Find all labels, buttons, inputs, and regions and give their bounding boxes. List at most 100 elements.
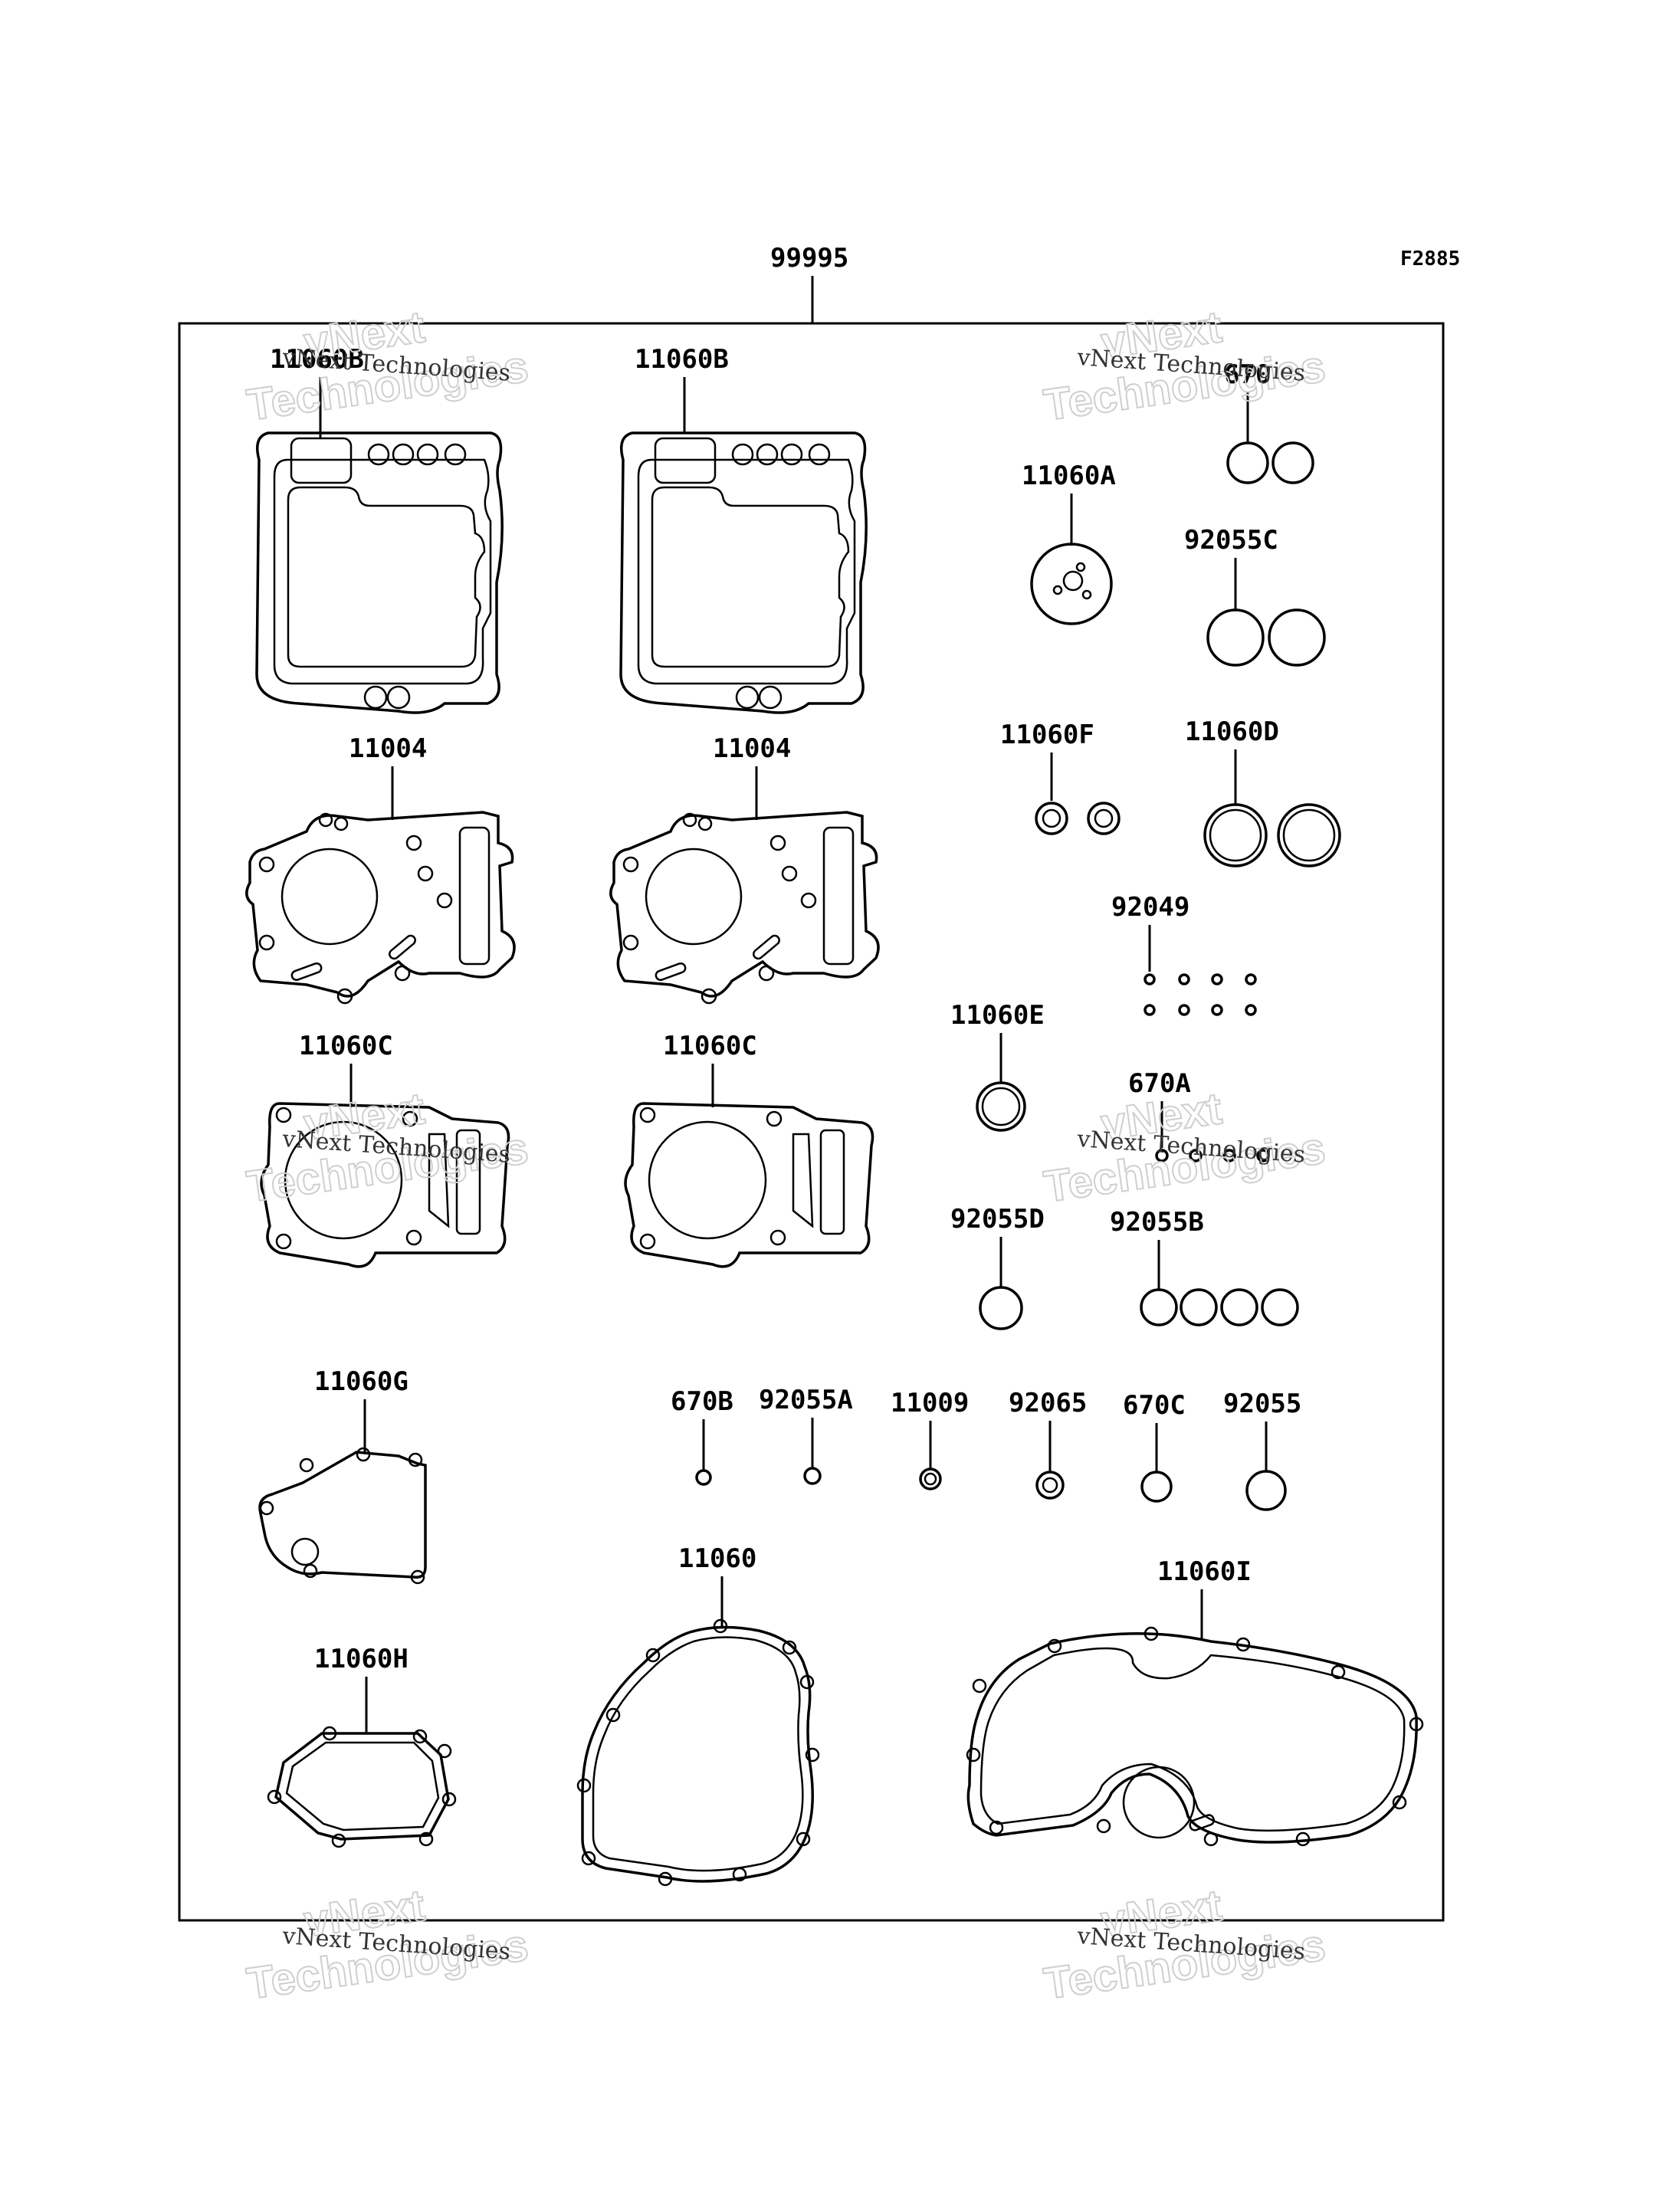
part-label-11060i: 11060I [1157, 1556, 1252, 1587]
part-label-11060d: 11060D [1185, 716, 1279, 747]
part-11009[interactable]: 11009 [891, 1388, 969, 1490]
cylinder-bore [281, 848, 379, 946]
small-o-ring [1211, 973, 1223, 985]
bolt-hole [367, 443, 390, 466]
bolt-hole [682, 812, 697, 828]
part-label-92055: 92055 [1223, 1389, 1301, 1419]
small-cover-gasket-shape [274, 1732, 450, 1841]
rocker-cover-gasket-window [651, 486, 850, 668]
part-92055c[interactable]: 92055C [1184, 525, 1326, 667]
part-92055b[interactable]: 92055B [1110, 1207, 1299, 1326]
bolt-hole [333, 816, 349, 831]
part-label-92055b: 92055B [1110, 1207, 1204, 1238]
part-label-11060f: 11060F [1000, 720, 1094, 750]
rocker-cover-gasket-shape [255, 431, 504, 714]
chain-tunnel-slot [819, 1129, 845, 1235]
part-label-11060e: 11060E [950, 1000, 1045, 1031]
rotor-opening [1122, 1766, 1196, 1839]
bolt-hole [622, 934, 639, 951]
part-670[interactable]: 670 [1224, 359, 1314, 484]
figure-code: F2885 [1400, 248, 1460, 271]
bolt-hole [799, 1674, 815, 1690]
bolt-hole [405, 835, 422, 851]
bolt-hole [713, 1618, 728, 1634]
small-o-ring [1155, 1149, 1169, 1162]
part-11060c-right[interactable]: 11060C [624, 1031, 874, 1268]
washer-ring [1035, 802, 1068, 835]
bolt-hole [303, 1563, 318, 1579]
rocker-cover-gasket-pad [654, 437, 717, 484]
part-11060h[interactable]: 11060H [267, 1644, 457, 1848]
bolt-hole [392, 443, 415, 466]
part-11060[interactable]: 11060 [576, 1543, 820, 1887]
part-11004-left[interactable]: 11004 [245, 733, 516, 1005]
o-ring [695, 1469, 712, 1486]
small-o-ring [1245, 1004, 1257, 1016]
part-11060d[interactable]: 11060D [1185, 716, 1341, 867]
bolt-hole [275, 1107, 292, 1123]
small-o-ring [1211, 1004, 1223, 1016]
bolt-hole [363, 685, 388, 710]
bolt-hole [441, 1792, 457, 1807]
part-11060f[interactable]: 11060F [1000, 720, 1121, 835]
cylinder-bore [645, 848, 743, 946]
small-o-ring [1245, 973, 1257, 985]
rocker-cover-gasket-pad [290, 437, 353, 484]
part-label-11060b-right: 11060B [635, 344, 729, 375]
clutch-cover-gasket-inner [592, 1636, 804, 1872]
part-92055a[interactable]: 92055A [759, 1385, 853, 1485]
part-11004-right[interactable]: 11004 [609, 733, 880, 1005]
part-670a[interactable]: 670A [1128, 1068, 1270, 1162]
bolt-hole [645, 1648, 661, 1663]
part-670b[interactable]: 670B [671, 1386, 733, 1486]
part-92049[interactable]: 92049 [1111, 892, 1257, 1016]
bolt-hole [318, 812, 333, 828]
part-11060i[interactable]: 11060I [966, 1556, 1424, 1847]
bolt-hole [766, 1110, 783, 1127]
bolt-hole [576, 1778, 592, 1793]
part-11060c-left[interactable]: 11060C [260, 1031, 510, 1268]
part-label-670: 670 [1224, 359, 1271, 390]
bolt-hole [735, 685, 760, 710]
o-ring [979, 1286, 1023, 1330]
bolt-hole [1144, 1626, 1159, 1641]
base-gasket-shape [624, 1102, 874, 1268]
bolt-hole [405, 1229, 422, 1246]
part-11060b-right[interactable]: 11060B [619, 344, 868, 714]
bolt-hole [658, 1871, 673, 1887]
bolt-hole [1235, 1637, 1251, 1652]
bolt-hole [1203, 1831, 1219, 1847]
washer-inner [1042, 1477, 1058, 1494]
part-label-92065: 92065 [1009, 1388, 1087, 1418]
part-11060e[interactable]: 11060E [950, 1000, 1045, 1132]
part-11060g[interactable]: 11060G [258, 1366, 427, 1585]
part-92055[interactable]: 92055 [1223, 1389, 1301, 1511]
rocker-cover-gasket-window [287, 486, 486, 668]
part-label-11004-left: 11004 [349, 733, 427, 764]
bolt-hole [1331, 1664, 1346, 1680]
bolt-hole [416, 443, 439, 466]
part-11060a[interactable]: 11060A [1022, 461, 1116, 625]
bolt-hole [732, 1867, 747, 1882]
part-11060b-left[interactable]: 11060B [255, 344, 504, 714]
bolt-hole [356, 1447, 371, 1462]
bolt-hole [267, 1789, 282, 1805]
o-ring [1226, 441, 1269, 484]
part-670c[interactable]: 670C [1123, 1390, 1186, 1503]
part-label-670c: 670C [1123, 1390, 1186, 1421]
part-92065[interactable]: 92065 [1009, 1388, 1087, 1500]
bolt-hole [322, 1726, 337, 1741]
part-label-92049: 92049 [1111, 892, 1189, 923]
magneto-cover-gasket-inner [979, 1647, 1406, 1832]
o-ring [1140, 1471, 1173, 1503]
part-92055d[interactable]: 92055D [950, 1204, 1045, 1330]
magneto-cover-gasket-shape [966, 1631, 1418, 1844]
rocker-cover-gasket-inner [273, 458, 492, 685]
o-ring [1206, 608, 1265, 667]
bolt-hole [336, 988, 353, 1005]
bolt-hole [972, 1678, 987, 1694]
bolt-hole [800, 892, 817, 909]
washer-ring-inner [1094, 808, 1114, 828]
chain-tunnel-slot [455, 1129, 481, 1235]
